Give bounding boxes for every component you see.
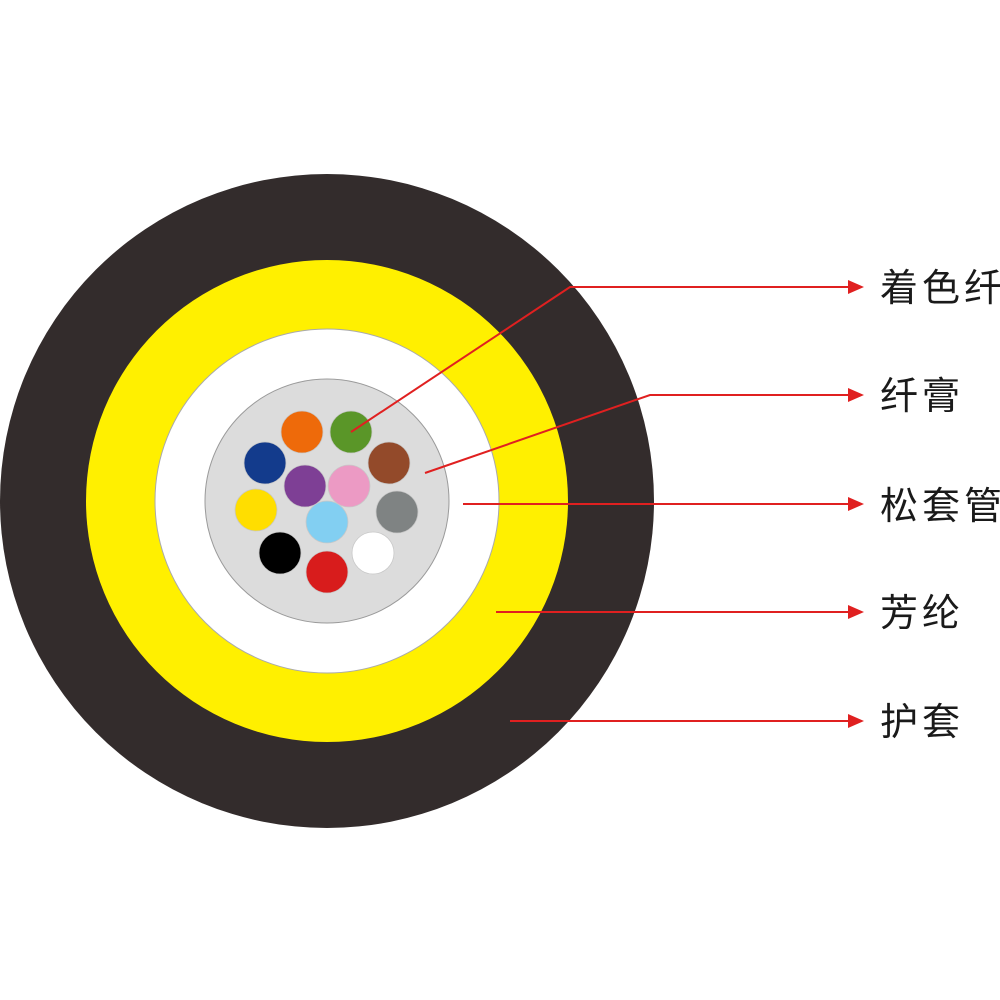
fiber-5	[327, 464, 371, 508]
fiber-11	[305, 550, 349, 594]
label-fiber-gel: 纤膏	[880, 374, 965, 418]
leader-aramid-arrowhead	[848, 605, 864, 619]
fiber-6	[367, 441, 411, 485]
leader-lines	[350, 280, 864, 728]
fiber-7	[234, 488, 278, 532]
leader-colored-fiber-arrowhead	[848, 280, 864, 294]
label-colored-fiber: 着色纤	[880, 266, 1000, 310]
fiber-9	[375, 490, 419, 534]
leader-loose-tube-arrowhead	[848, 497, 864, 511]
fiber-8	[305, 500, 349, 544]
fiber-3	[243, 441, 287, 485]
leader-fiber-gel	[424, 388, 864, 474]
label-aramid: 芳纶	[880, 591, 965, 635]
leader-aramid	[496, 605, 864, 619]
fiber-1	[280, 410, 324, 454]
label-jacket: 护套	[880, 700, 965, 744]
leader-jacket	[510, 714, 864, 728]
leader-loose-tube	[463, 497, 864, 511]
label-loose-tube: 松套管	[880, 484, 1000, 528]
fiber-12	[351, 531, 395, 575]
leader-colored-fiber	[350, 280, 864, 433]
fiber-4	[283, 464, 327, 508]
leader-fiber-gel-arrowhead	[848, 388, 864, 402]
fiber-10	[258, 531, 302, 575]
leader-jacket-arrowhead	[848, 714, 864, 728]
